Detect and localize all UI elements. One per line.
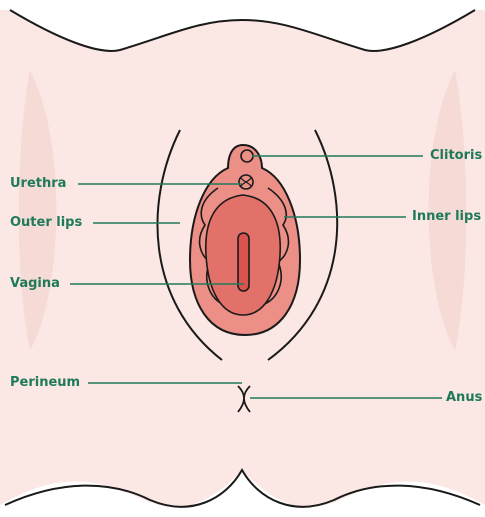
inner-lips-label: Inner lips	[412, 209, 481, 225]
anus-label: Anus	[446, 390, 482, 406]
perineum-label: Perineum	[10, 375, 80, 391]
vaginal-opening	[238, 233, 249, 291]
urethra-label: Urethra	[10, 176, 66, 192]
clitoris-shape	[241, 150, 253, 162]
vagina-label: Vagina	[10, 276, 60, 292]
clitoris-label: Clitoris	[430, 148, 482, 164]
outer-lips-label: Outer lips	[10, 215, 82, 231]
